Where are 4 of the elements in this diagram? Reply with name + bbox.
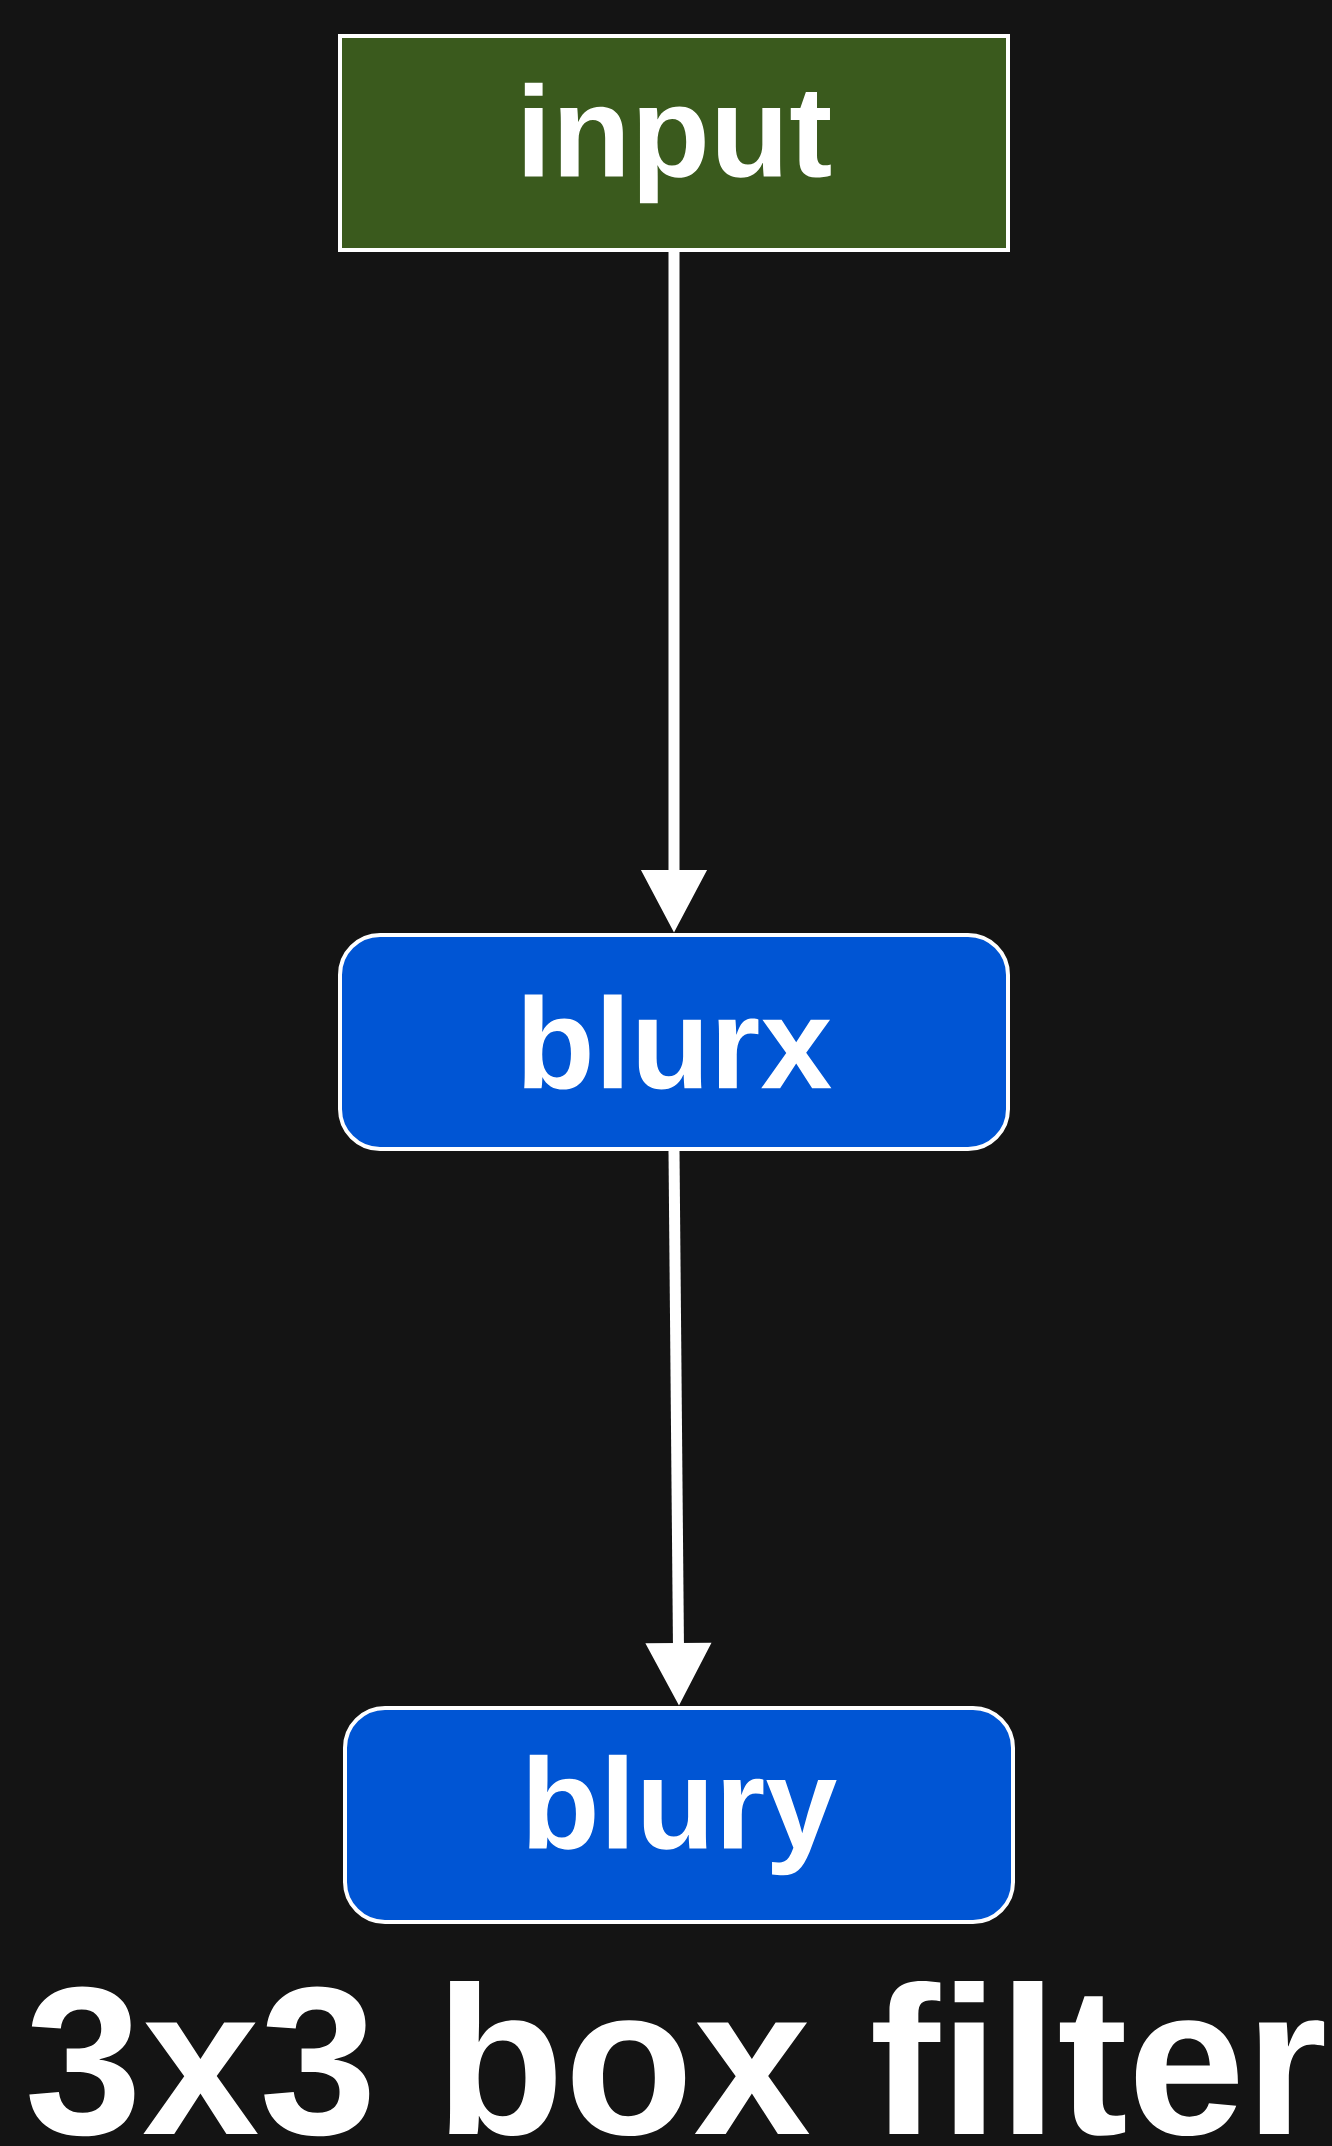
process-box: blurx xyxy=(338,933,1010,1151)
process-box: blury xyxy=(343,1706,1015,1924)
title: 3x3 box filter xyxy=(29,1980,1325,2137)
input-box: input xyxy=(338,34,1010,252)
